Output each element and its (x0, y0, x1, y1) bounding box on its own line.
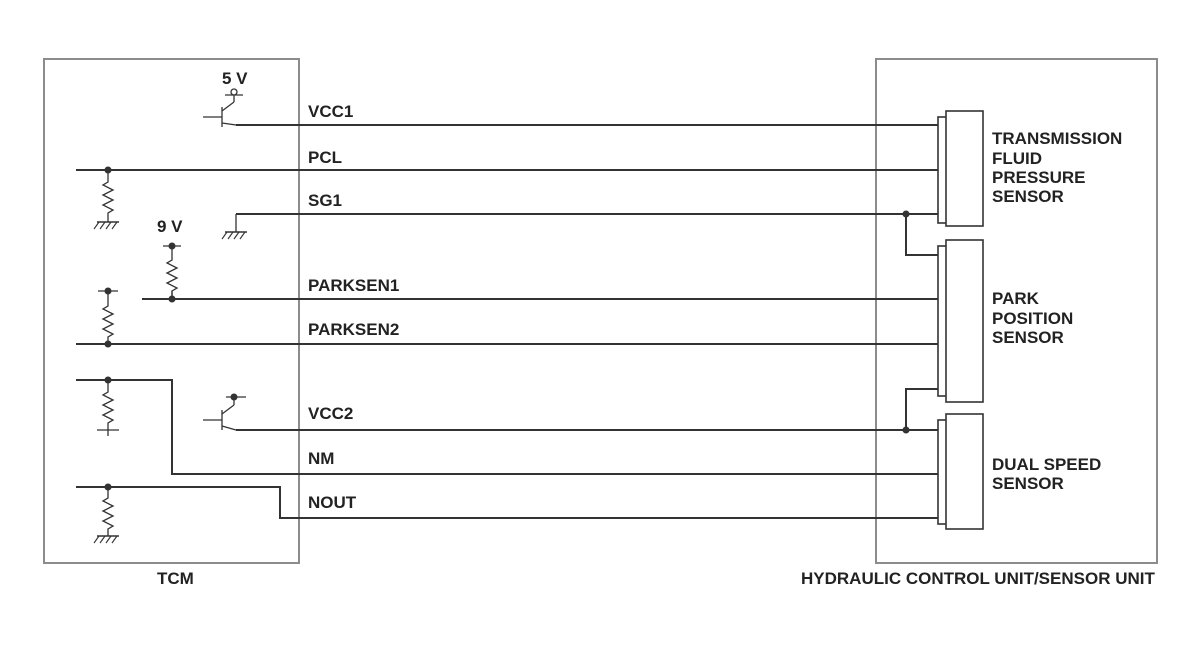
tfp-sensor-name: TRANSMISSION FLUID PRESSURE SENSOR (992, 129, 1122, 206)
sg1-wire (221, 210, 938, 256)
supply-5v-label: 5 V (222, 69, 248, 88)
hcu-box (875, 58, 1158, 564)
pps-sensor-name-line: SENSOR (992, 328, 1064, 347)
tcm-caption: TCM (157, 569, 194, 588)
signal-label-vcc1: VCC1 (308, 102, 353, 121)
signal-label-nm: NM (308, 449, 334, 468)
hcu-caption: HYDRAULIC CONTROL UNIT/SENSOR UNIT (801, 569, 1155, 588)
pps-sensor-name: PARK POSITION SENSOR (992, 289, 1073, 347)
parksen2-wire (76, 287, 938, 348)
signal-label-sg1: SG1 (308, 191, 342, 210)
pcl-wire (76, 166, 938, 230)
dss-sensor-name-line: SENSOR (992, 474, 1064, 493)
nout-wire (76, 483, 938, 544)
signal-label-parksen1: PARKSEN1 (308, 276, 399, 295)
dss-sensor-name-line: DUAL SPEED (992, 455, 1101, 474)
dss-sensor-name: DUAL SPEED SENSOR (992, 455, 1101, 493)
nm-wire (76, 376, 938, 475)
vcc2-transistor-symbol (203, 393, 246, 431)
dss-sensor-connector (937, 413, 984, 530)
signal-label-vcc2: VCC2 (308, 404, 353, 423)
tfp-sensor-name-line: TRANSMISSION (992, 129, 1122, 148)
tfp-sensor-connector (937, 110, 984, 227)
pps-sensor-name-line: POSITION (992, 309, 1073, 328)
vcc1-transistor-symbol (203, 88, 243, 127)
pps-sensor-connector (937, 239, 984, 403)
parksen1-wire (142, 242, 938, 303)
supply-9v-label: 9 V (157, 217, 183, 236)
vcc2-wire (236, 388, 938, 434)
tfp-sensor-name-line: PRESSURE (992, 168, 1086, 187)
signal-label-pcl: PCL (308, 148, 342, 167)
tfp-sensor-name-line: FLUID (992, 149, 1042, 168)
pps-sensor-name-line: PARK (992, 289, 1040, 308)
signal-label-nout: NOUT (308, 493, 357, 512)
tfp-sensor-name-line: SENSOR (992, 187, 1064, 206)
tcm-box (43, 58, 300, 564)
signal-label-parksen2: PARKSEN2 (308, 320, 399, 339)
